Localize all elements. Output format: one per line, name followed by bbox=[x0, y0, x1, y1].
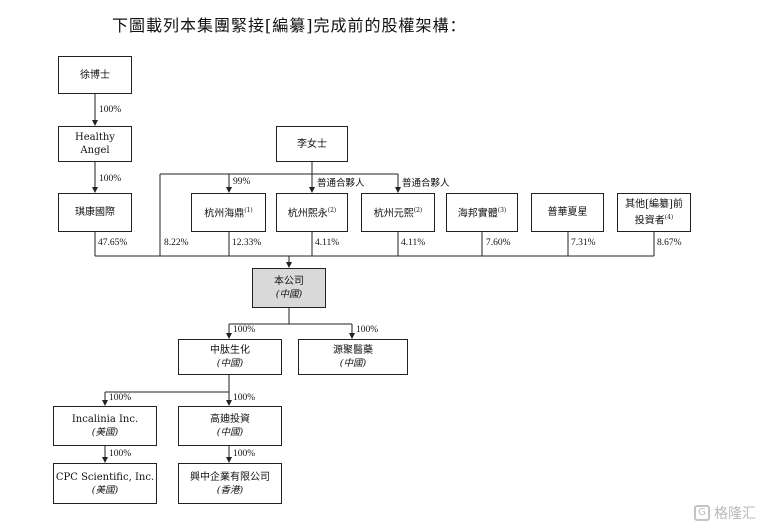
watermark: G 格隆汇 bbox=[694, 503, 756, 523]
node-yuanju-sub: (中國) bbox=[339, 358, 367, 369]
node-yuanxi-note: (2) bbox=[413, 207, 423, 215]
label-pct-xingzhong: 100% bbox=[233, 449, 256, 459]
node-puhua: 普華夏星 bbox=[531, 193, 604, 232]
node-li-name: 李女士 bbox=[297, 138, 327, 150]
node-xiyong-note: (2) bbox=[327, 207, 337, 215]
node-zhongfu: 中肽生化 (中國) bbox=[178, 339, 282, 375]
node-yuanxi: 杭州元熙(2) bbox=[361, 193, 435, 232]
node-others: 其他[編纂]前 投資者(4) bbox=[617, 193, 691, 232]
node-haibang-note: (3) bbox=[497, 207, 507, 215]
watermark-text: 格隆汇 bbox=[714, 506, 756, 522]
node-cpc: CPC Scientific, Inc. (美國) bbox=[53, 463, 157, 504]
node-zhongfu-name: 中肽生化 bbox=[210, 345, 250, 356]
node-xingzhong-name: 興中企業有限公司 bbox=[190, 471, 270, 483]
node-haibang: 海邦實體(3) bbox=[446, 193, 518, 232]
node-puhua-name: 普華夏星 bbox=[547, 207, 588, 218]
node-company-name: 本公司 bbox=[274, 276, 304, 287]
node-zhongfu-sub: (中國) bbox=[216, 358, 244, 369]
node-yuanxi-name: 杭州元熙 bbox=[373, 208, 414, 220]
node-incalinia-name: Incalinia Inc. bbox=[71, 414, 139, 425]
node-haiding-name: 杭州海鼎 bbox=[204, 208, 245, 220]
node-company: 本公司 (中國) bbox=[252, 268, 326, 308]
label-pct-yuanju: 100% bbox=[356, 325, 379, 335]
node-healthy-angel-name: Healthy Angel bbox=[75, 132, 115, 156]
label-pct-xiyong: 4.11% bbox=[315, 238, 340, 248]
label-pct-others: 8.67% bbox=[657, 238, 682, 248]
node-xiyong: 杭州熙永(2) bbox=[276, 193, 348, 232]
node-cpc-sub: (美國) bbox=[91, 484, 119, 496]
node-li: 李女士 bbox=[276, 126, 348, 162]
label-pct-zhongfu: 100% bbox=[233, 325, 256, 335]
label-pct-puhua: 7.31% bbox=[571, 238, 596, 248]
node-company-sub: (中國) bbox=[275, 289, 303, 300]
node-gaodi-sub: (中國) bbox=[216, 427, 244, 438]
label-pct-gaodi: 100% bbox=[233, 393, 256, 403]
label-pct-qikang: 47.65% bbox=[98, 238, 128, 248]
node-qikang: 琪康國際 bbox=[58, 193, 132, 232]
node-haiding-note: (1) bbox=[244, 207, 253, 215]
node-healthy-angel: Healthy Angel bbox=[58, 126, 132, 162]
node-others-note: (4) bbox=[664, 213, 674, 221]
watermark-logo-icon: G bbox=[694, 505, 710, 521]
label-ha-qk: 100% bbox=[99, 174, 122, 184]
node-xu-name: 徐博士 bbox=[80, 69, 110, 81]
label-pct-incalinia: 100% bbox=[109, 393, 132, 403]
node-xiyong-name: 杭州熙永 bbox=[287, 208, 328, 220]
node-haiding: 杭州海鼎(1) bbox=[191, 193, 266, 232]
label-xu-ha: 100% bbox=[99, 105, 122, 115]
node-qikang-name: 琪康國際 bbox=[75, 207, 115, 218]
label-pct-cpc: 100% bbox=[109, 449, 132, 459]
node-yuanju: 源聚醫藥 (中國) bbox=[298, 339, 408, 375]
node-xingzhong-sub: (香港) bbox=[216, 484, 244, 496]
label-pct-li: 8.22% bbox=[164, 238, 189, 248]
node-haibang-name: 海邦實體 bbox=[457, 208, 498, 220]
label-gp2: 普通合夥人 bbox=[402, 179, 450, 189]
node-gaodi: 高廸投資 (中國) bbox=[178, 406, 282, 446]
page-title: 下圖載列本集團緊接[編纂]完成前的股權架構： bbox=[112, 16, 467, 35]
node-yuanju-name: 源聚醫藥 bbox=[333, 345, 373, 356]
node-gaodi-name: 高廸投資 bbox=[210, 414, 250, 425]
label-pct-haibang: 7.60% bbox=[486, 238, 511, 248]
label-pct-yuanxi: 4.11% bbox=[401, 238, 426, 248]
node-incalinia-sub: (美國) bbox=[91, 427, 119, 438]
node-others-line1: 其他[編纂]前 bbox=[625, 198, 683, 210]
node-cpc-name: CPC Scientific, Inc. bbox=[55, 471, 155, 483]
node-incalinia: Incalinia Inc. (美國) bbox=[53, 406, 157, 446]
label-pct-haiding: 12.33% bbox=[232, 238, 262, 248]
label-gp1: 普通合夥人 bbox=[317, 179, 365, 189]
node-xingzhong: 興中企業有限公司 (香港) bbox=[178, 463, 282, 504]
node-others-line2: 投資者 bbox=[634, 215, 665, 227]
label-li-haiding: 99% bbox=[233, 177, 251, 187]
node-xu: 徐博士 bbox=[58, 56, 132, 94]
